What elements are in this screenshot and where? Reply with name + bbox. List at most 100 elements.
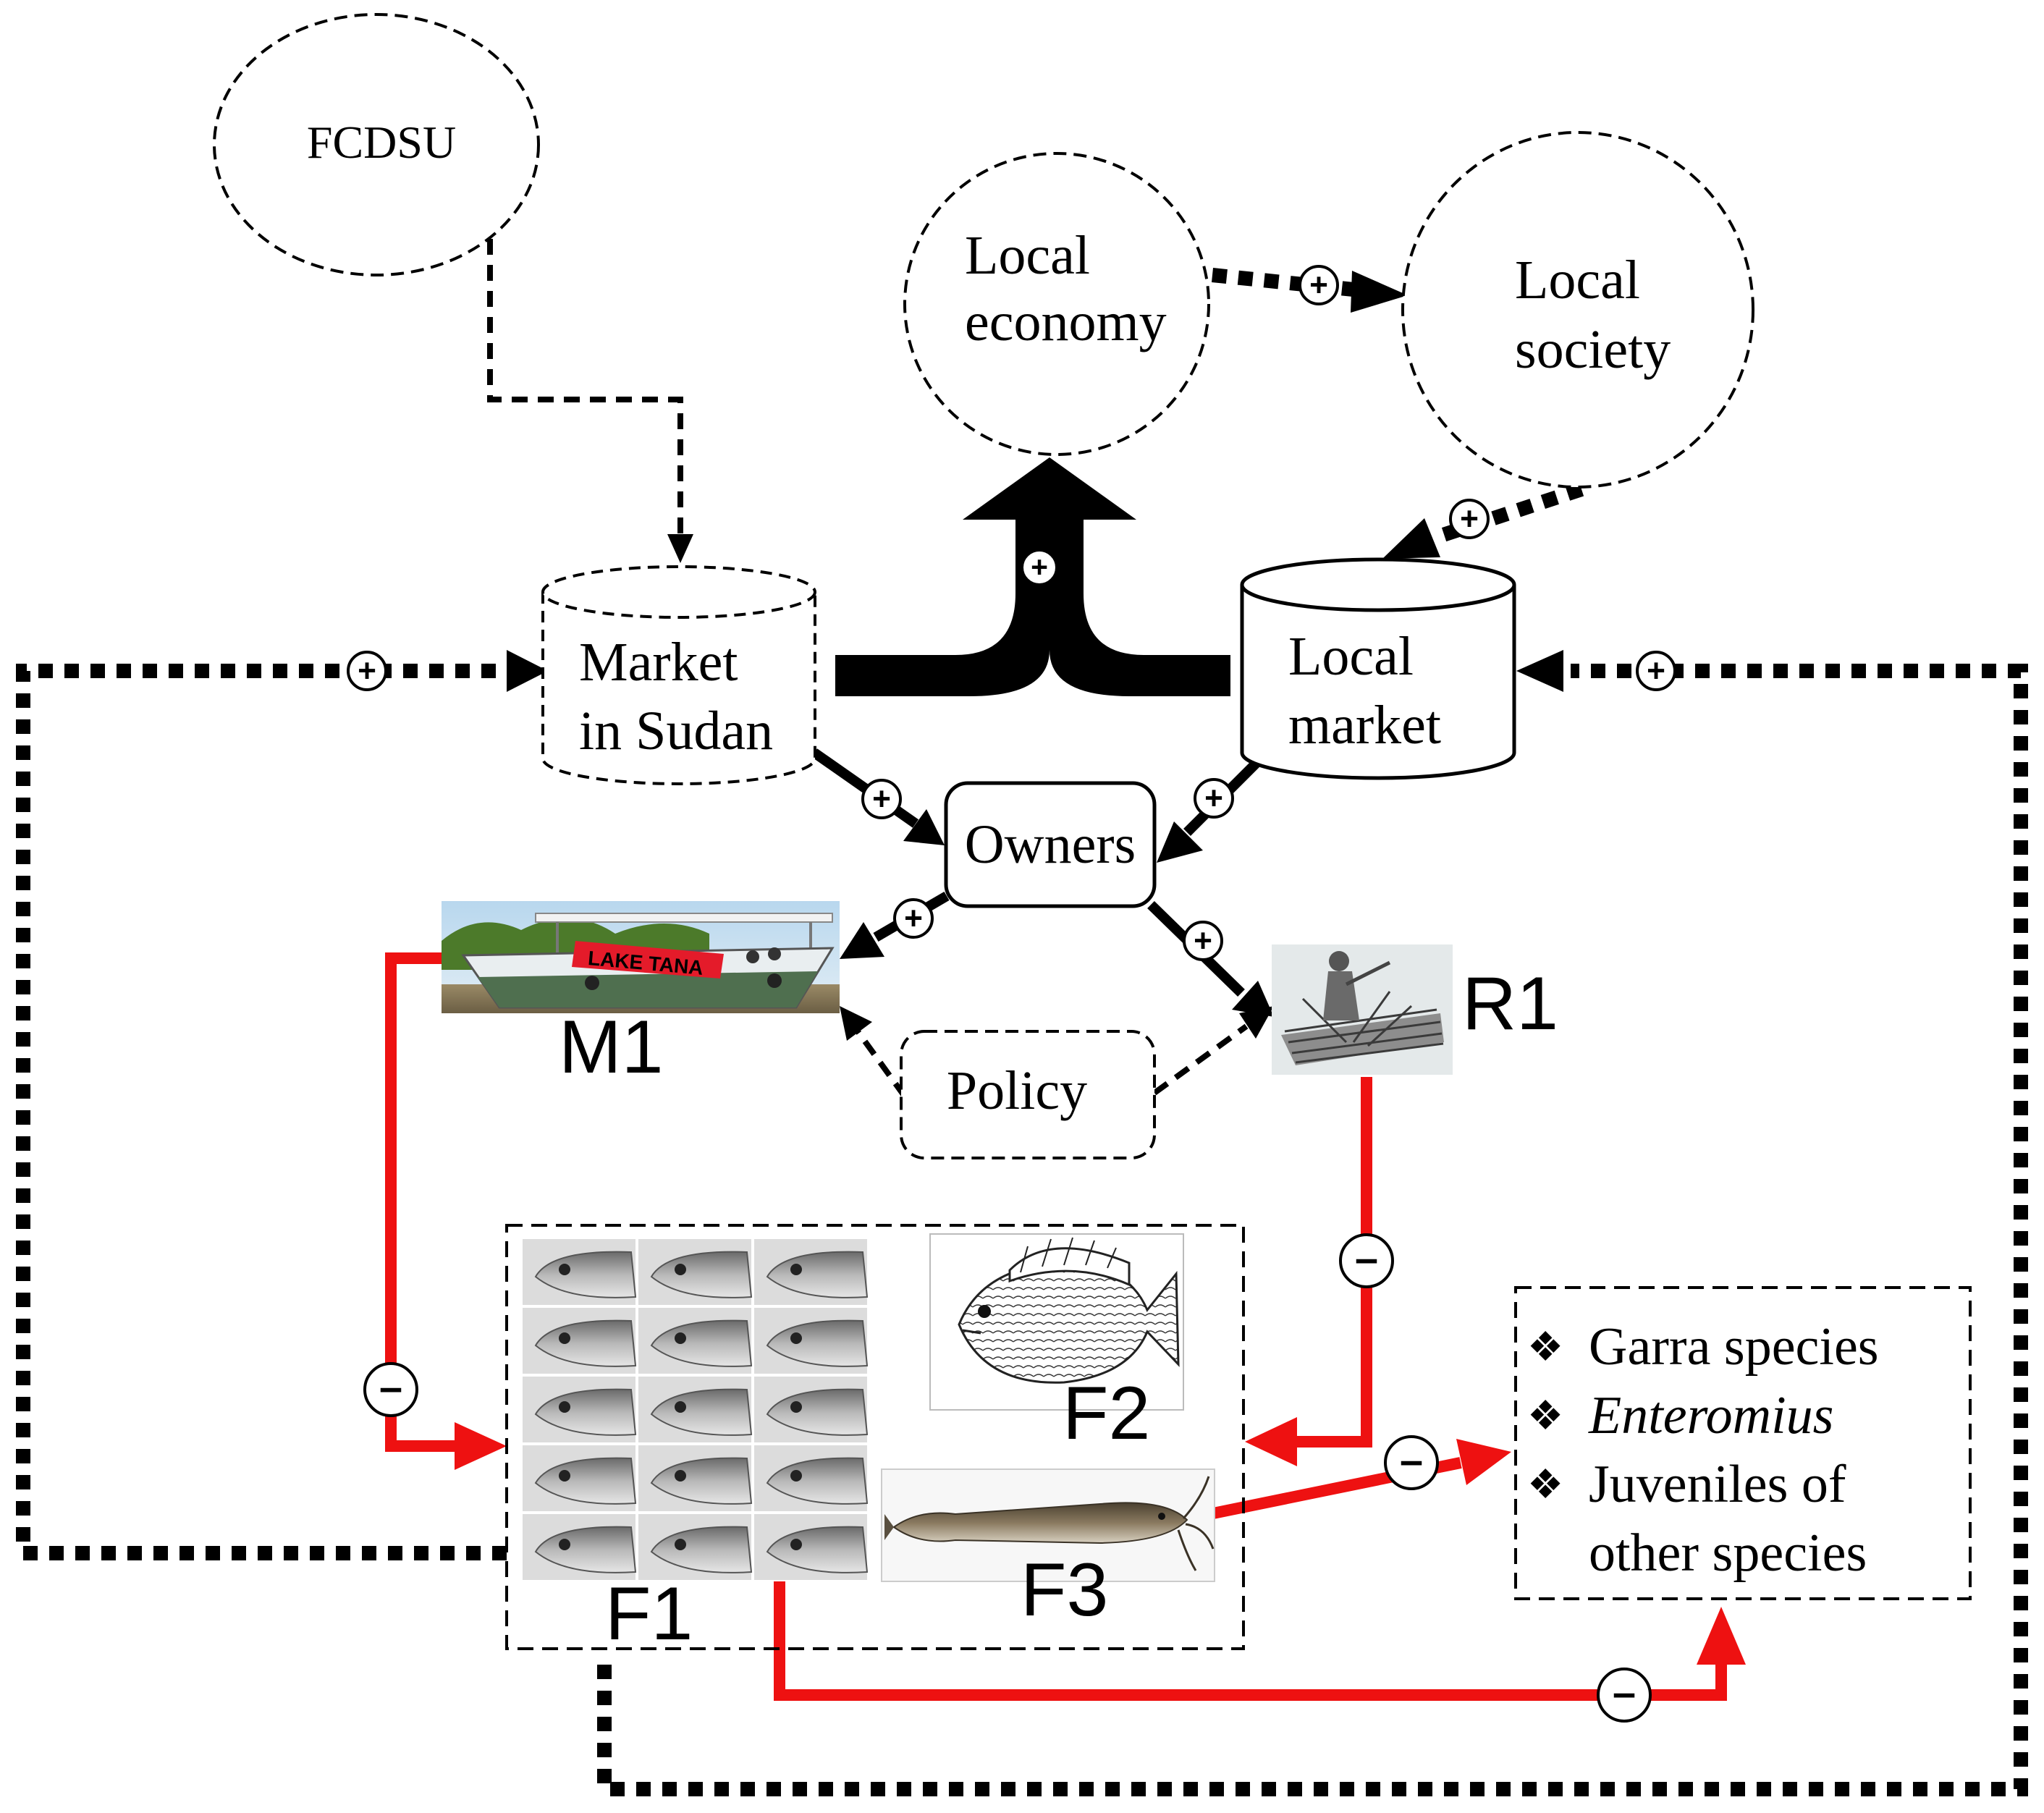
fish-head-tile — [523, 1445, 637, 1511]
fcdsu-label: FCDSU — [307, 117, 456, 168]
svg-text:+: + — [1204, 780, 1223, 816]
fish-head-tile — [638, 1377, 753, 1442]
r1-label: R1 — [1462, 962, 1558, 1046]
neg-link-r1-f1 — [1296, 1077, 1372, 1448]
fish-head-tile — [638, 1308, 753, 1374]
fish-head-tile — [638, 1445, 753, 1511]
local-society-label-2: society — [1515, 319, 1671, 380]
f1-label: F1 — [605, 1572, 693, 1656]
local-economy-label-1: Local — [965, 225, 1090, 286]
arrowhead-policy-m1 — [840, 1006, 872, 1041]
plus-sign: + — [1183, 921, 1223, 961]
node-policy: Policy — [900, 1030, 1156, 1159]
fish-head-tile — [754, 1445, 869, 1511]
node-local-market: Local market — [1240, 557, 1516, 780]
minus-sign: – — [363, 1362, 418, 1417]
fish-head-tile — [638, 1514, 753, 1580]
m1-label: M1 — [559, 1005, 663, 1089]
dotted-arrowheads — [507, 271, 1563, 692]
red-arrowhead-f3-species — [1456, 1439, 1511, 1485]
fish-head-tile — [523, 1239, 637, 1305]
arrowhead-owners-from-local — [1157, 821, 1203, 863]
f3-catfish-image — [881, 1468, 1215, 1582]
species-item-enteromius: Enteromius — [1588, 1386, 1833, 1445]
arrowhead-society-to-market — [1382, 518, 1440, 559]
local-market-label-2: market — [1288, 695, 1441, 756]
arrowhead-m1 — [840, 922, 884, 959]
svg-text:+: + — [1647, 653, 1665, 688]
negative-arrowheads — [455, 1417, 1746, 1665]
node-market-sudan: Market in Sudan — [541, 565, 816, 785]
market-sudan-label-1: Market — [579, 632, 738, 693]
species-bullet-3: ❖ — [1527, 1463, 1563, 1508]
red-arrowhead-f1-species — [1697, 1607, 1746, 1665]
svg-text:+: + — [358, 653, 376, 688]
local-economy-label-2: economy — [965, 292, 1167, 352]
arrowhead-local-market — [1516, 650, 1563, 692]
svg-text:–: – — [1355, 1235, 1378, 1282]
node-owners: Owners — [944, 781, 1157, 908]
owners-label: Owners — [965, 814, 1136, 875]
link-policy-r1 — [1152, 1023, 1249, 1096]
minus-sign: – — [1384, 1435, 1439, 1490]
svg-text:+: + — [1031, 550, 1048, 583]
fish-head-tile — [523, 1308, 637, 1374]
arrowhead-r1 — [1232, 981, 1274, 1017]
f1-fish-heads-image — [523, 1239, 869, 1580]
fish-group-box — [505, 1224, 1245, 1650]
svg-text:+: + — [872, 781, 891, 816]
plus-sign: + — [1449, 499, 1490, 539]
node-fcdsu: FCDSU — [213, 13, 540, 276]
dashed-links — [487, 239, 1249, 1099]
svg-text:+: + — [1460, 501, 1479, 536]
node-local-society: Local society — [1401, 131, 1754, 489]
local-society-label-1: Local — [1515, 250, 1640, 310]
fish-head-tile — [523, 1377, 637, 1442]
species-bullet-2: ❖ — [1527, 1394, 1563, 1439]
svg-text:–: – — [1400, 1437, 1423, 1484]
minus-sign: – — [1597, 1668, 1652, 1723]
svg-text:+: + — [904, 900, 923, 936]
species-box: ❖ Garra species ❖ Enteromius ❖ Juveniles… — [1514, 1286, 1972, 1600]
svg-text:+: + — [1194, 923, 1212, 958]
link-fcdsu-market-sudan — [487, 239, 683, 536]
polarity-signs: + + + + + + + + + – – – – — [347, 265, 1676, 1723]
species-item-juveniles-1: Juveniles of — [1589, 1455, 1846, 1514]
f2-tilapia-image — [929, 1233, 1184, 1411]
fish-head-tile — [523, 1514, 637, 1580]
svg-text:+: + — [1309, 267, 1328, 303]
arrowhead-local-society — [1351, 271, 1408, 313]
plus-sign: + — [861, 779, 902, 819]
red-arrowhead-r1-f1 — [1245, 1417, 1297, 1466]
neg-link-m1-f1 — [385, 952, 463, 1452]
neg-link-f1-species — [774, 1581, 1727, 1701]
arrowhead-fcdsu — [667, 534, 693, 563]
solid-arrowheads — [840, 809, 1274, 1017]
species-item-garra: Garra species — [1589, 1317, 1879, 1377]
negative-links — [385, 952, 1727, 1701]
arrowhead-market-sudan — [507, 650, 548, 692]
plus-sign: + — [1194, 778, 1234, 819]
fish-head-tile — [754, 1514, 869, 1580]
node-local-economy: Local economy — [903, 152, 1210, 456]
plus-sign: + — [1636, 651, 1676, 691]
r1-fisherman-image — [1272, 944, 1453, 1075]
fish-head-tile — [638, 1239, 753, 1305]
market-sudan-label-2: in Sudan — [579, 701, 773, 761]
loop-f1-to-market-sudan — [16, 664, 507, 1560]
svg-text:–: – — [379, 1364, 402, 1411]
species-bullet-1: ❖ — [1527, 1325, 1563, 1370]
svg-text:–: – — [1613, 1670, 1636, 1716]
loop-f1-to-local-market — [597, 664, 2028, 1796]
plus-sign: + — [347, 651, 387, 691]
policy-label: Policy — [947, 1060, 1087, 1121]
species-item-juveniles-2: other species — [1589, 1523, 1867, 1583]
fish-head-tile — [754, 1239, 869, 1305]
minus-sign: – — [1339, 1233, 1394, 1288]
plus-sign: + — [1298, 265, 1339, 305]
plus-sign: + — [1021, 549, 1058, 586]
local-market-label-1: Local — [1288, 626, 1414, 687]
m1-boat-image: LAKE TANA — [442, 901, 840, 1013]
f2-label: F2 — [1063, 1372, 1150, 1455]
